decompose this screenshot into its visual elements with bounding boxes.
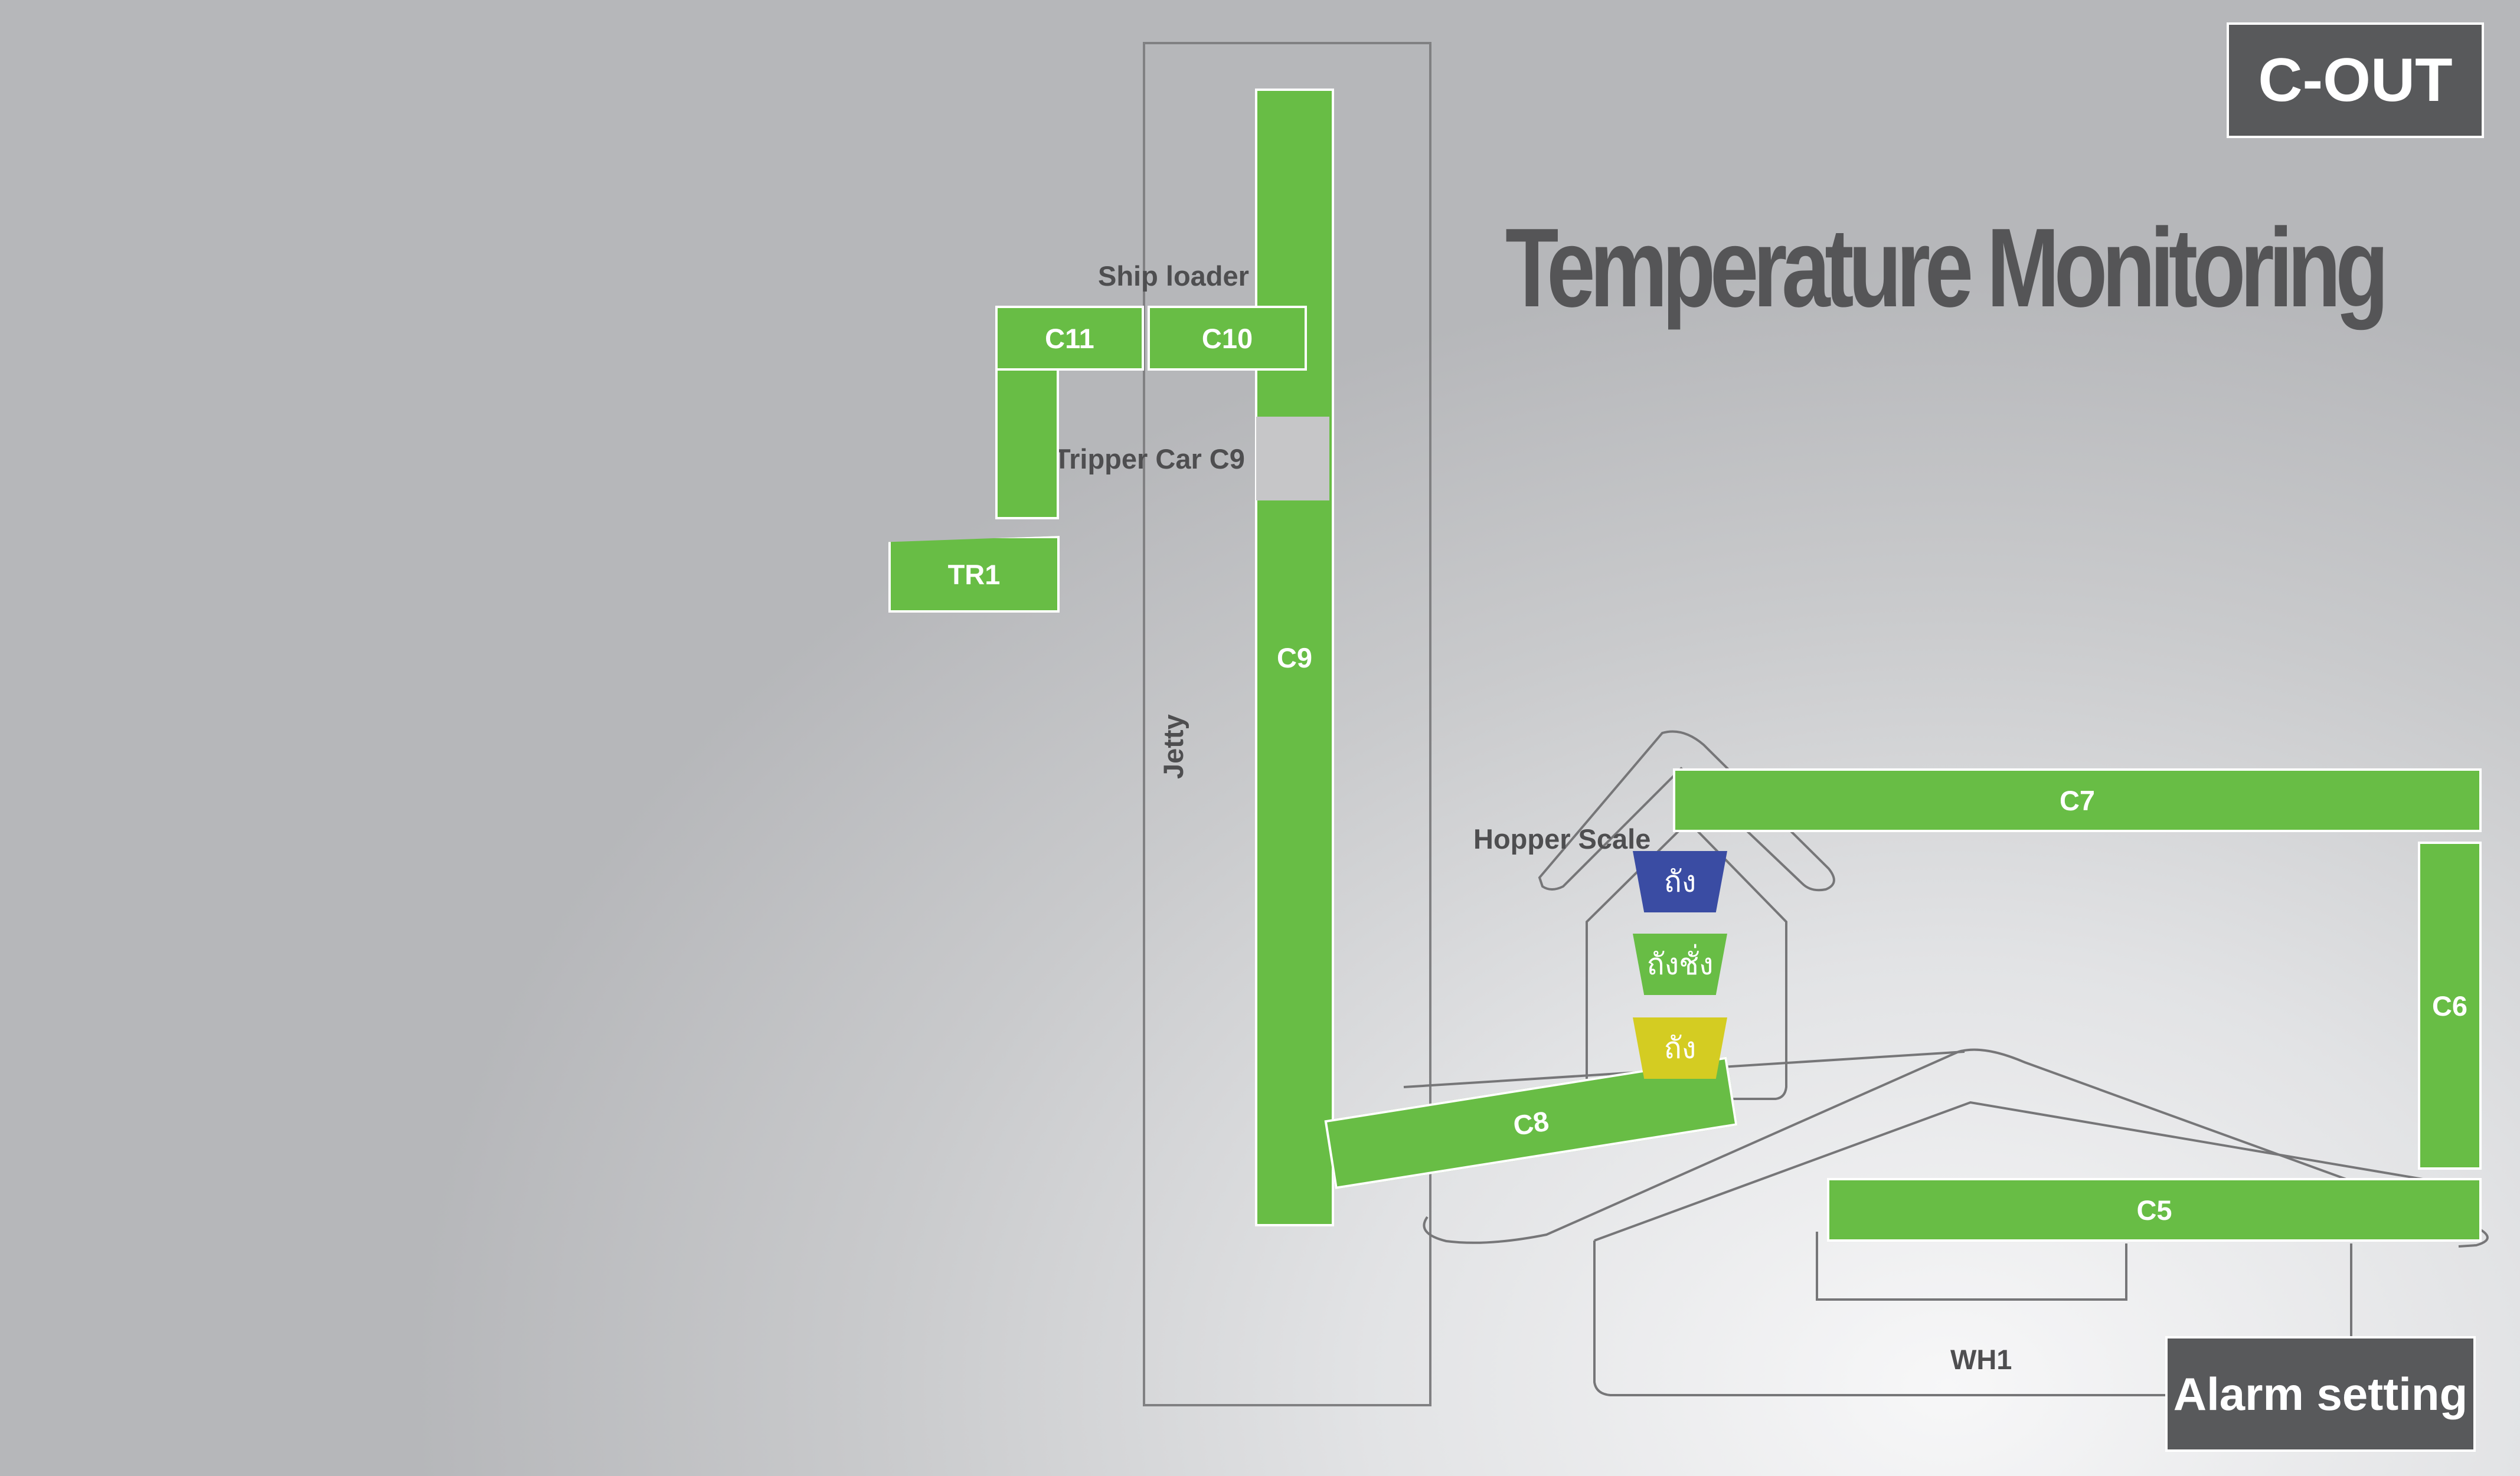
hopper-tank-bottom[interactable]: ถัง (1633, 1017, 1727, 1079)
hopper-scale-tank-label: ถังชั่ง (1646, 947, 1714, 981)
hopper-tank-bottom-label: ถัง (1663, 1030, 1697, 1065)
conveyor-c6-label: C6 (2431, 990, 2468, 1022)
conveyor-c11-leg[interactable] (995, 368, 1059, 519)
warehouse-label: WH1 (1950, 1344, 2012, 1375)
conveyor-c9-label: C9 (1276, 642, 1313, 673)
warehouse-outline (1403, 1048, 2489, 1396)
conveyor-c9[interactable]: C9 (1255, 89, 1334, 1226)
conveyor-c5-label: C5 (2136, 1194, 2172, 1226)
conveyor-c11-label: C11 (1045, 322, 1094, 354)
conveyor-c5[interactable]: C5 (1827, 1178, 2482, 1242)
jetty-label: Jetty (1158, 714, 1189, 779)
c-out-button[interactable]: C-OUT (2227, 22, 2484, 138)
hopper-scale-label: Hopper Scale (1473, 823, 1651, 855)
tripper-car-label: Tripper Car C9 (1054, 443, 1245, 474)
alarm-setting-button[interactable]: Alarm setting (2165, 1336, 2476, 1452)
alarm-setting-button-label: Alarm setting (2173, 1367, 2468, 1420)
c-out-button-label: C-OUT (2258, 45, 2453, 114)
tripper-car-c9[interactable] (1256, 417, 1329, 500)
conveyor-c7-label: C7 (2059, 784, 2096, 816)
ship-loader-label: Ship loader C (1098, 260, 1277, 292)
conveyor-c10-label: C10 (1201, 322, 1253, 354)
conveyor-c8-label: C8 (1511, 1104, 1551, 1141)
conveyor-c11[interactable]: C11 (995, 306, 1144, 371)
hopper-tank-top-label: ถัง (1663, 864, 1697, 899)
conveyor-tr1[interactable]: TR1 (888, 536, 1060, 613)
hopper-tank-top[interactable]: ถัง (1633, 851, 1727, 912)
page-title: Temperature Monitoring (1505, 205, 2389, 330)
jetty-outline (1143, 42, 1431, 1406)
conveyor-c6[interactable]: C6 (2418, 842, 2482, 1170)
conveyor-c10[interactable]: C10 (1148, 306, 1307, 371)
hopper-scale-tank[interactable]: ถังชั่ง (1633, 934, 1727, 995)
conveyor-tr1-label: TR1 (947, 558, 1001, 590)
conveyor-c7[interactable]: C7 (1673, 768, 2482, 832)
